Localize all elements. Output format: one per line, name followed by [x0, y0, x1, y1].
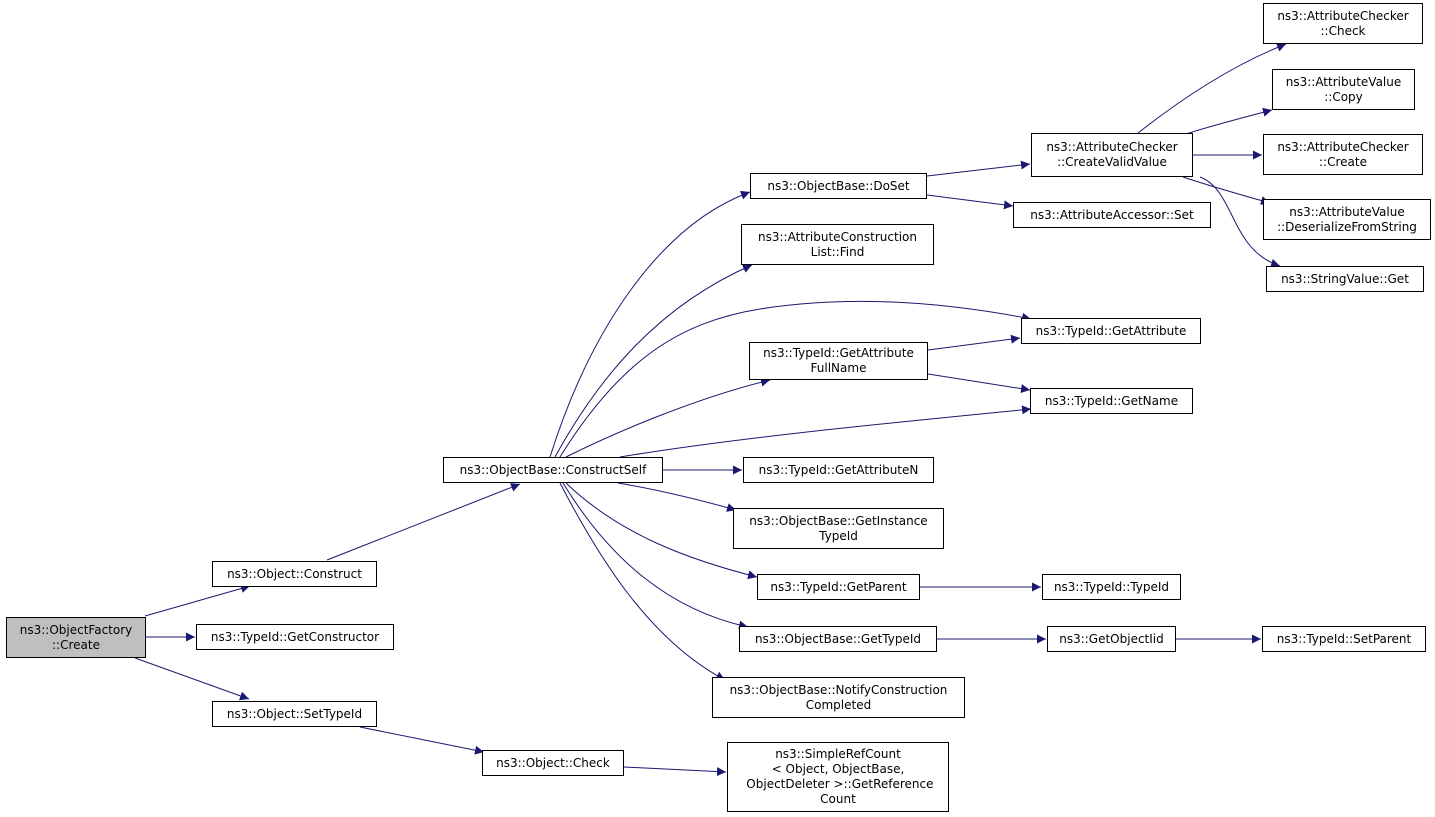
node-label: ns3::TypeId::GetParent [770, 579, 907, 594]
node-label: ns3::TypeId::GetAttributeN [758, 462, 919, 477]
edge-typeid_getattributefullname-to-typeid_getattribute [927, 334, 1021, 351]
node-label: ns3::AttributeChecker ::CreateValidValue [1046, 140, 1178, 169]
node-label: ns3::ObjectBase::DoSet [767, 178, 910, 193]
node-typeid-typeid[interactable]: ns3::TypeId::TypeId [1042, 574, 1181, 600]
node-label: ns3::Object::SetTypeId [226, 706, 363, 721]
node-label: ns3::AttributeChecker ::Create [1277, 139, 1409, 169]
node-label: ns3::StringValue::Get [1281, 271, 1409, 286]
edge-attributechecker_createvalidvalue-to-attributevalue_deserializefromstring [1182, 176, 1271, 205]
edge-objectbase_constructself-to-typeid_getattribute [559, 300, 1032, 458]
edge-objectfactory_create-to-object_settypeid [134, 657, 250, 701]
node-attributechecker-create[interactable]: ns3::AttributeChecker ::Create [1263, 134, 1423, 175]
node-stringvalue-get[interactable]: ns3::StringValue::Get [1266, 266, 1424, 292]
node-label: ns3::TypeId::GetAttribute [1035, 323, 1187, 338]
node-typeid-setparent[interactable]: ns3::TypeId::SetParent [1262, 626, 1426, 652]
node-label: ns3::AttributeChecker ::Check [1277, 8, 1409, 38]
node-typeid-getattribute[interactable]: ns3::TypeId::GetAttribute [1021, 318, 1201, 344]
edge-objectfactory_create-to-object_construct [144, 584, 251, 617]
edge-objectbase_constructself-to-objectbase_doset [549, 190, 751, 458]
edge-objectbase_constructself-to-objectbase_gettypeid [562, 482, 749, 630]
node-label: ns3::AttributeValue ::DeserializeFromStr… [1277, 204, 1417, 234]
node-attributevalue-deserializefromstring[interactable]: ns3::AttributeValue ::DeserializeFromStr… [1263, 199, 1431, 240]
node-label: ns3::AttributeConstruction List::Find [758, 229, 917, 259]
node-label: ns3::ObjectFactory ::Create [19, 622, 133, 652]
edge-objectbase_constructself-to-typeid_getparent [565, 482, 758, 580]
node-label: ns3::AttributeAccessor::Set [1030, 207, 1194, 222]
edge-objectbase_constructself-to-typeid_getattributefullname [565, 377, 771, 458]
edge-objectbase_constructself-to-attributeconstructionlist_find [554, 264, 753, 458]
node-objectbase-constructself[interactable]: ns3::ObjectBase::ConstructSelf [443, 457, 663, 483]
edge-object_settypeid-to-object_check [359, 726, 485, 755]
node-objectbase-notifyconstructioncompleted[interactable]: ns3::ObjectBase::NotifyConstruction Comp… [712, 677, 965, 718]
node-label: ns3::TypeId::GetAttribute FullName [763, 346, 914, 375]
node-label: ns3::Object::Check [496, 755, 610, 770]
node-label: ns3::SimpleRefCount < Object, ObjectBase… [746, 747, 934, 806]
edge-object_check-to-simplerefcount_getreferencecount [623, 766, 727, 777]
node-label: ns3::ObjectBase::ConstructSelf [459, 462, 647, 477]
node-label: ns3::Object::Construct [227, 566, 362, 581]
node-simplerefcount-getreferencecount[interactable]: ns3::SimpleRefCount < Object, ObjectBase… [727, 742, 949, 812]
edge-objectbase_doset-to-attributeaccessor_set [926, 194, 1014, 210]
node-label: ns3::TypeId::TypeId [1053, 579, 1170, 594]
node-label: ns3::AttributeValue ::Copy [1285, 74, 1402, 104]
node-typeid-getattributefullname[interactable]: ns3::TypeId::GetAttribute FullName [749, 342, 928, 380]
edge-typeid_getattributefullname-to-typeid_getname [927, 373, 1031, 394]
node-objectfactory-create: ns3::ObjectFactory ::Create [6, 617, 146, 658]
node-label: ns3::TypeId::GetConstructor [210, 629, 380, 644]
node-label: ns3::TypeId::SetParent [1276, 631, 1412, 646]
node-typeid-getparent[interactable]: ns3::TypeId::GetParent [757, 574, 920, 600]
node-attributeconstructionlist-find[interactable]: ns3::AttributeConstruction List::Find [741, 224, 934, 265]
edge-object_construct-to-objectbase_constructself [326, 483, 521, 561]
node-typeid-getname[interactable]: ns3::TypeId::GetName [1030, 388, 1193, 414]
node-typeid-getattributen[interactable]: ns3::TypeId::GetAttributeN [743, 457, 934, 483]
node-objectbase-getinstancetypeid[interactable]: ns3::ObjectBase::GetInstance TypeId [733, 508, 944, 549]
node-objectbase-gettypeid[interactable]: ns3::ObjectBase::GetTypeId [739, 626, 937, 652]
edge-attributechecker_createvalidvalue-to-stringvalue_get [1199, 176, 1281, 268]
node-label: ns3::ObjectBase::GetInstance TypeId [749, 513, 928, 543]
node-attributevalue-copy[interactable]: ns3::AttributeValue ::Copy [1272, 69, 1415, 110]
edge-attributechecker_createvalidvalue-to-attributechecker_check [1137, 43, 1287, 134]
edge-objectbase_constructself-to-objectbase_notifyconstructioncompleted [559, 482, 726, 681]
edge-objectbase_doset-to-attributechecker_createvalidvalue [926, 160, 1031, 177]
node-label: ns3::ObjectBase::NotifyConstruction Comp… [729, 682, 948, 712]
node-typeid-getconstructor[interactable]: ns3::TypeId::GetConstructor [196, 624, 394, 650]
edge-objectbase_constructself-to-typeid_getname [619, 405, 1032, 458]
node-attributechecker-check[interactable]: ns3::AttributeChecker ::Check [1263, 3, 1423, 44]
node-attributeaccessor-set[interactable]: ns3::AttributeAccessor::Set [1013, 202, 1211, 228]
node-objectbase-doset[interactable]: ns3::ObjectBase::DoSet [750, 173, 927, 199]
node-object-check[interactable]: ns3::Object::Check [482, 750, 624, 776]
node-attributechecker-createvalidvalue[interactable]: ns3::AttributeChecker ::CreateValidValue [1031, 133, 1193, 177]
node-getobjectiid[interactable]: ns3::GetObjectIid [1047, 626, 1176, 652]
edge-objectbase_constructself-to-objectbase_getinstancetypeid [617, 482, 737, 512]
node-label: ns3::TypeId::GetName [1044, 393, 1179, 408]
node-label: ns3::ObjectBase::GetTypeId [754, 631, 922, 646]
edge-attributechecker_createvalidvalue-to-attributevalue_copy [1182, 107, 1273, 136]
node-label: ns3::GetObjectIid [1059, 631, 1164, 646]
node-object-settypeid[interactable]: ns3::Object::SetTypeId [212, 701, 377, 727]
node-object-construct[interactable]: ns3::Object::Construct [212, 561, 377, 587]
